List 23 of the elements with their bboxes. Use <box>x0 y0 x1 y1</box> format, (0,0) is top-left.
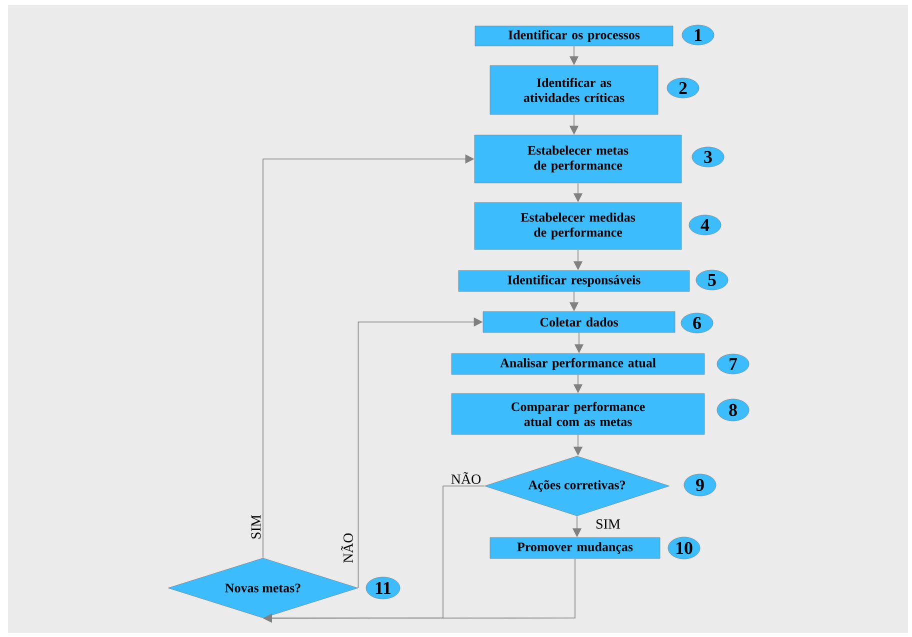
process-box: Estabelecer metas de performance <box>474 134 682 184</box>
process-box: Identificar as atividades críticas <box>490 65 658 115</box>
edge-label: NÃO <box>450 471 482 485</box>
step-number: 8 <box>716 398 750 422</box>
step-number: 2 <box>666 78 700 98</box>
step-number: 9 <box>684 474 716 496</box>
process-box: Promover mudanças <box>490 537 660 559</box>
step-number: 11 <box>366 576 400 600</box>
step-number: 6 <box>680 312 714 334</box>
process-box: Coletar dados <box>482 311 676 333</box>
step-number: 3 <box>692 146 724 168</box>
process-box: Comparar performance atual com as metas <box>451 393 705 435</box>
step-number: 7 <box>716 354 750 374</box>
step-number: 5 <box>696 270 728 290</box>
edge-label: SIM <box>594 518 622 530</box>
process-box: Identificar os processos <box>474 26 674 46</box>
step-number: 1 <box>682 24 714 46</box>
edge-label: SIM <box>250 514 262 540</box>
process-box: Identificar responsáveis <box>458 270 690 292</box>
step-number: 10 <box>668 536 700 560</box>
process-box: Estabelecer medidas de performance <box>474 202 682 250</box>
step-number: 4 <box>688 214 722 236</box>
process-box: Analisar performance atual <box>451 353 705 375</box>
